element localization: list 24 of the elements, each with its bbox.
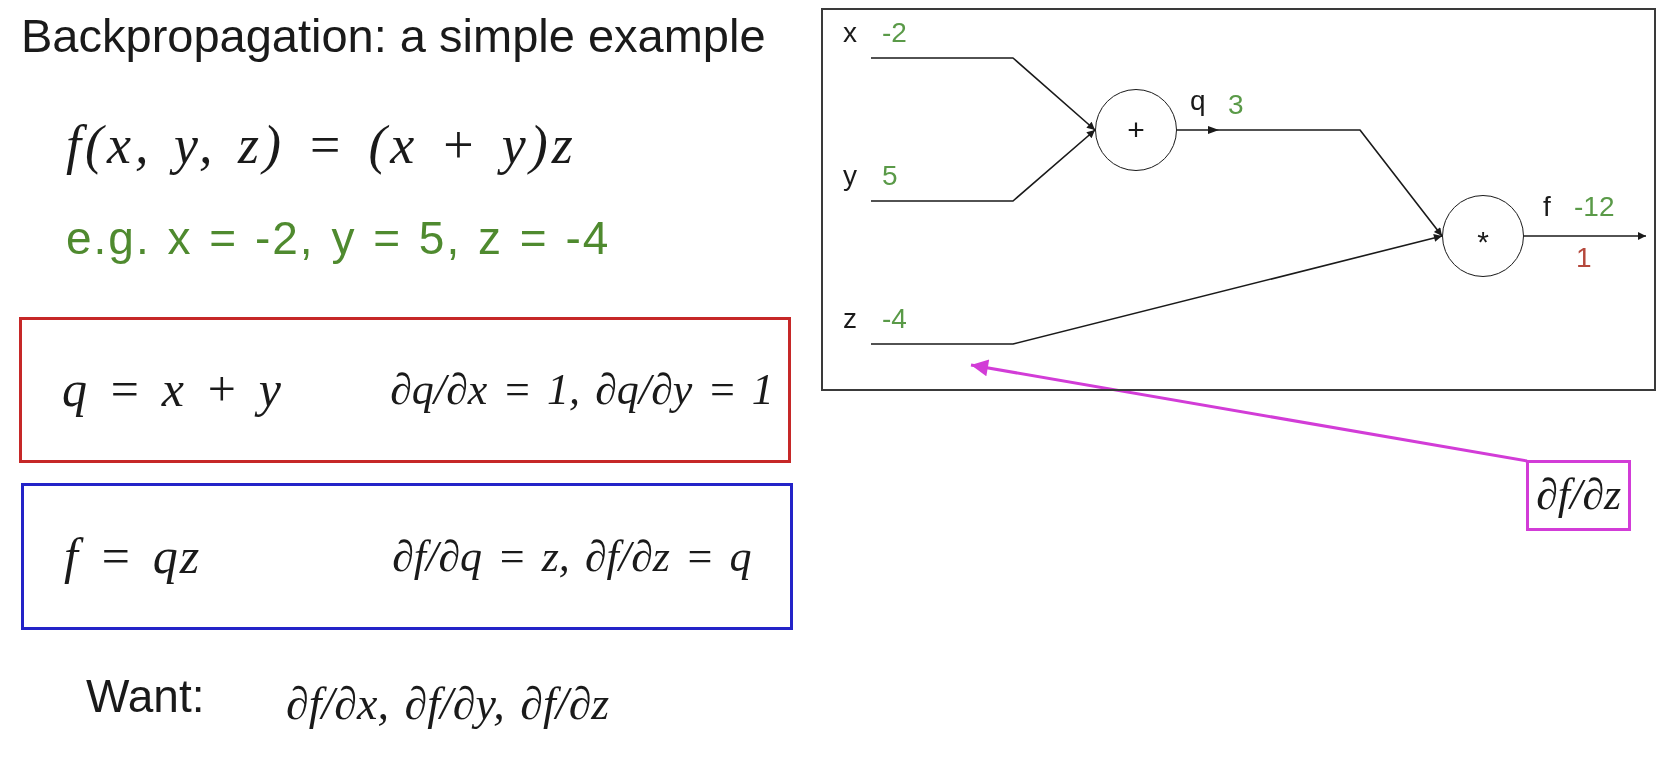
graph-frame: [821, 8, 1656, 391]
wire-name: f: [1543, 192, 1551, 222]
equation-box: [21, 483, 793, 630]
forward-value: 3: [1228, 90, 1244, 120]
formula-box: ∂f/∂z: [1526, 460, 1632, 531]
variable-name: x: [843, 18, 857, 48]
forward-value: -4: [882, 304, 907, 334]
variable-name: y: [843, 161, 857, 191]
wire-name: q: [1190, 86, 1206, 116]
target-gradients: ∂f/∂x, ∂f/∂y, ∂f/∂z: [286, 678, 610, 731]
want-text: Want:: [86, 670, 205, 723]
slide-title: Backpropagation: a simple example: [21, 9, 766, 64]
derivative-formula: ∂q/∂x = 1, ∂q/∂y = 1: [390, 364, 774, 416]
forward-value: -12: [1574, 192, 1615, 222]
derivative-formula: ∂f/∂q = z, ∂f/∂z = q: [392, 531, 752, 582]
formula: q = x + y: [62, 361, 283, 419]
variable-name: z: [843, 304, 857, 334]
equation-box: [19, 317, 791, 463]
forward-value: -2: [882, 18, 907, 48]
example-values: e.g. x = -2, y = 5, z = -4: [66, 212, 611, 265]
gradient-value: 1: [1576, 243, 1592, 273]
formula: f(x, y, z) = (x + y)z: [66, 114, 577, 177]
formula: f = qz: [64, 527, 202, 586]
forward-value: 5: [882, 161, 898, 191]
